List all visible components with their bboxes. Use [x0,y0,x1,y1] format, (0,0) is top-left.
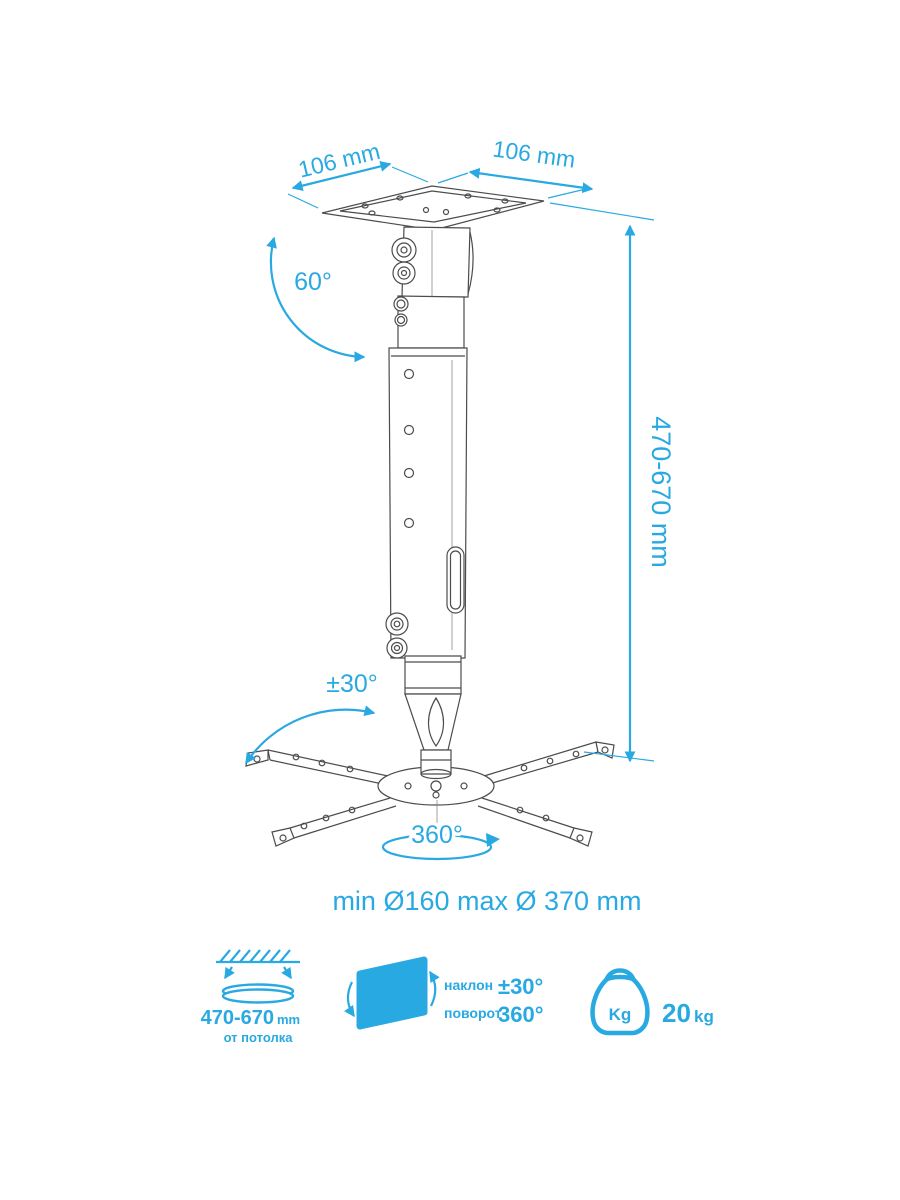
plate-width-right-label: 106 mm [491,135,577,172]
swivel-value: 360° [498,1002,544,1027]
tilt-label: наклон [444,977,493,993]
dimension-annotations: 106 mm 106 mm 60° 470-670 mm ±30° 360° m… [245,135,676,916]
weight-kettlebell-icon: Kg [590,968,650,1036]
ceiling-distance-value: 470-670 [201,1007,274,1029]
tilt-arc-top [266,236,366,363]
max-load-legend: Kg 20 kg [590,968,714,1036]
adjustment-legend: наклон ±30° поворот 360° [344,956,544,1030]
tilt-bracket [391,226,474,298]
mount-illustration [245,185,615,847]
swivel-label: поворот [444,1005,502,1021]
tilt-top-label: 60° [294,268,332,296]
rotation-arrowhead [486,833,500,847]
tilt-arc-bottom [245,705,376,765]
diameter-note: min Ø160 max Ø 370 mm [332,886,641,916]
rotation-ellipse-arrow [381,833,493,861]
plate-width-right-arrow [468,167,594,194]
max-load-unit: kg [694,1007,714,1026]
lower-cylinder [420,749,452,780]
rotation-label: 360° [411,821,463,849]
max-load-value: 20 [662,998,691,1028]
ceiling-plate [321,185,545,231]
height-range-label: 470-670 mm [646,416,676,568]
ceiling-icon [216,949,300,1004]
telescopic-tube [385,347,468,659]
tilt-value: ±30° [498,974,543,999]
ceiling-distance-unit: mm [277,1012,300,1027]
kettlebell-badge: Kg [609,1005,632,1024]
tilt-bottom-label: ±30° [326,670,378,698]
ceiling-distance-caption: от потолка [224,1030,294,1045]
ceiling-distance-legend: 470-670 mm от потолка [201,949,300,1045]
collar-funnel [404,655,462,751]
plate-width-left-arrow [291,160,392,192]
screen-tilt-icon [344,956,440,1030]
inner-tube [393,295,465,349]
